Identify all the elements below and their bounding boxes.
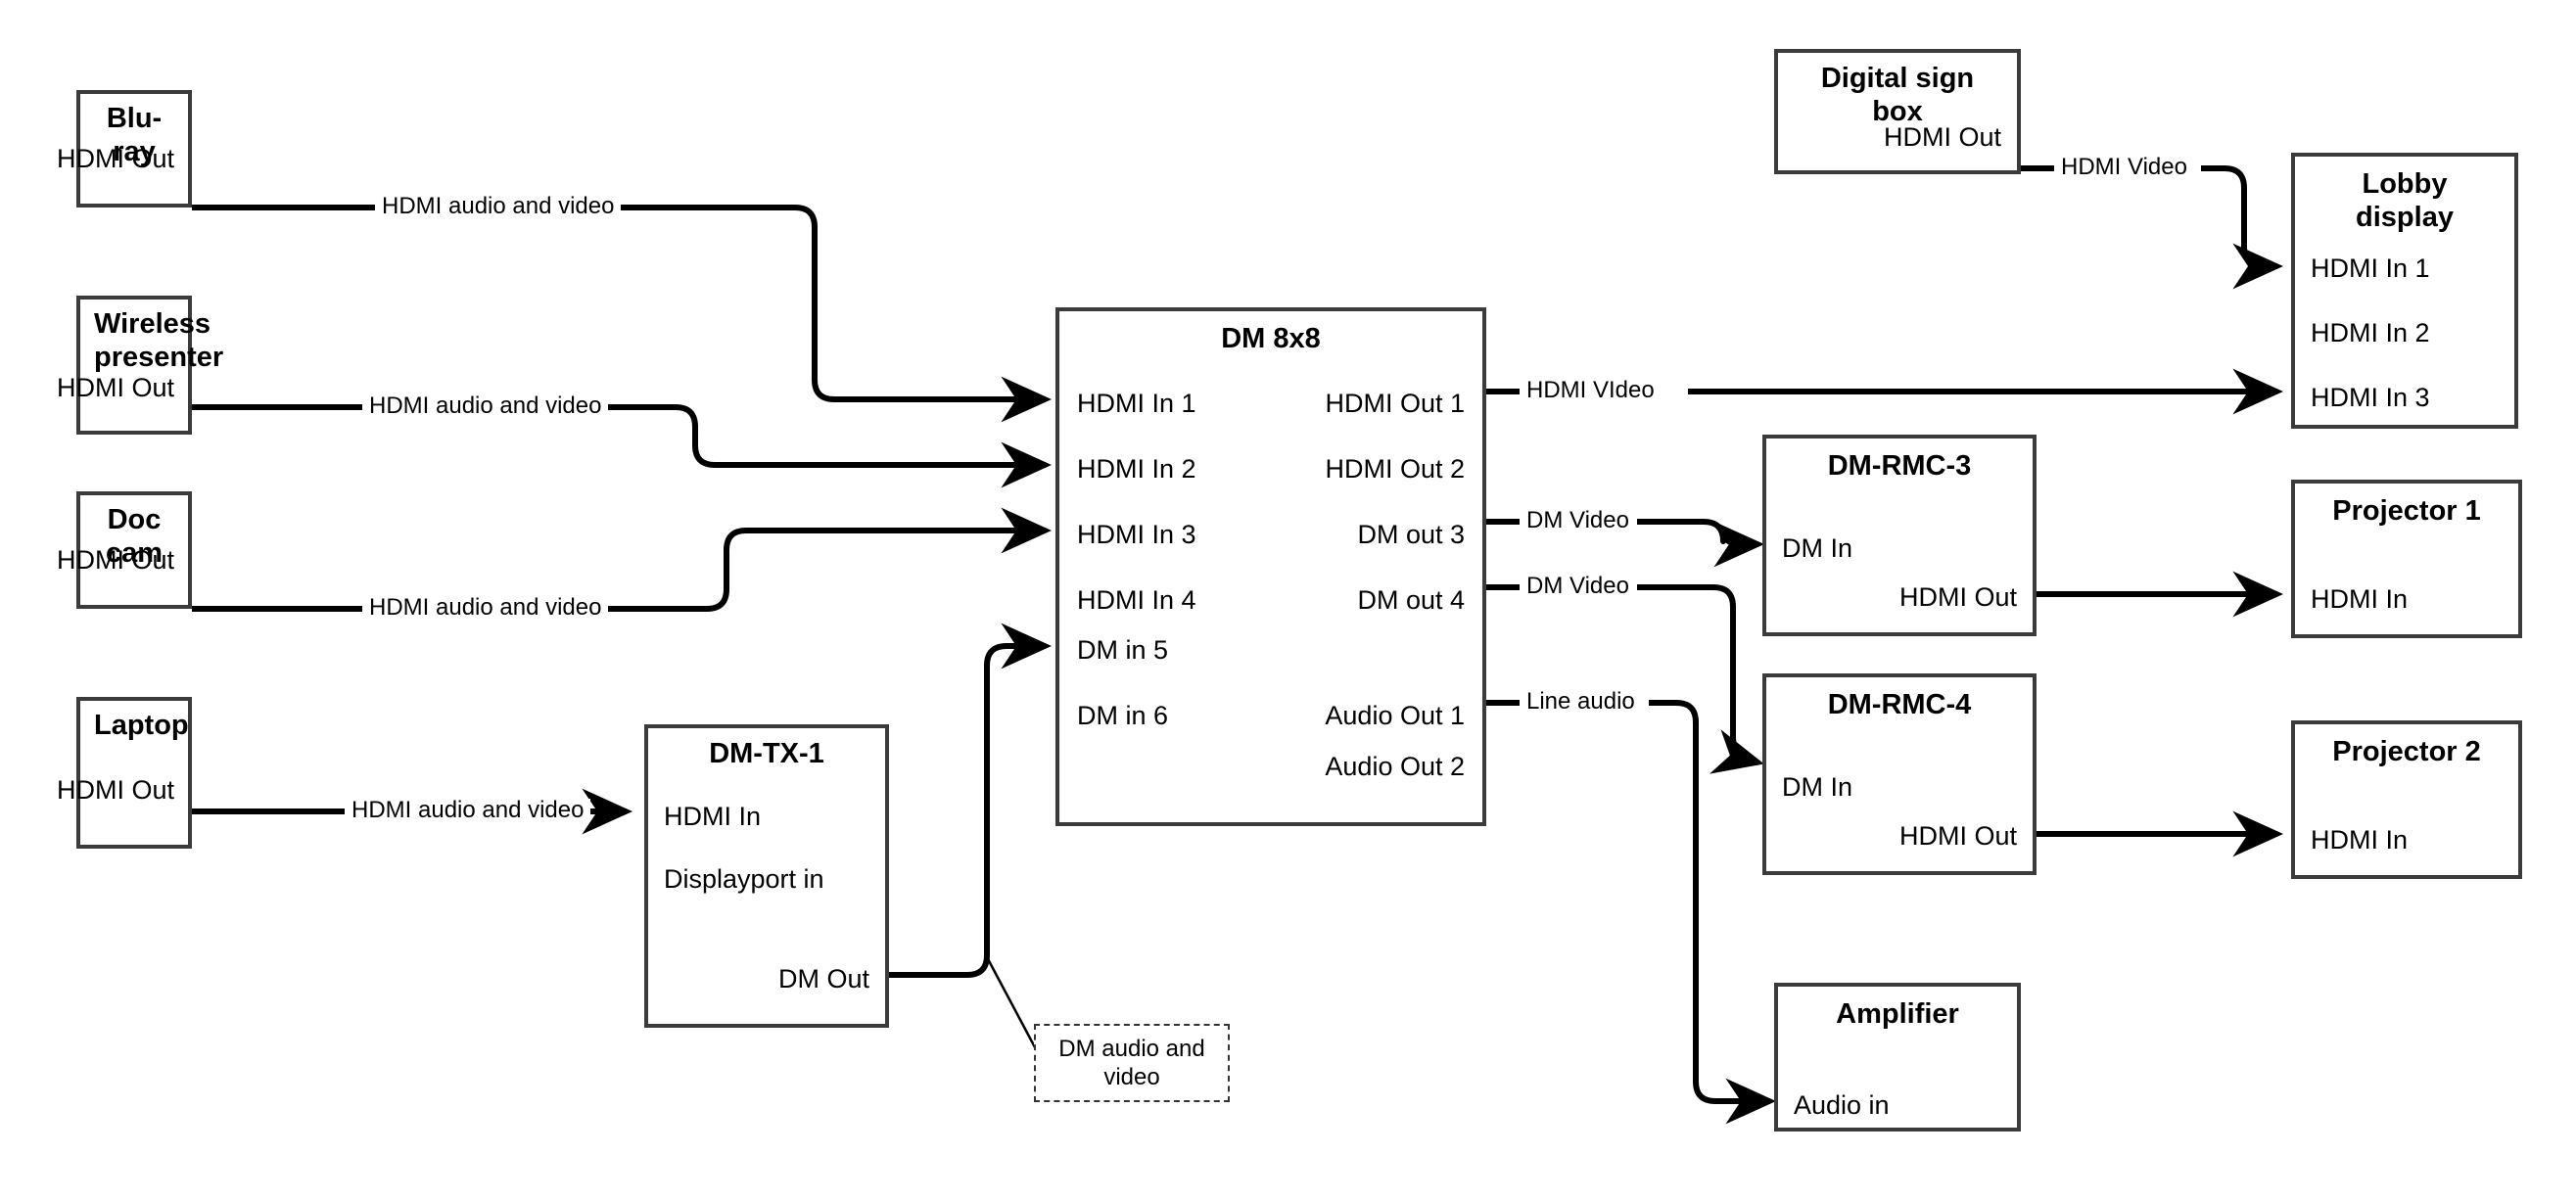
wire-dm-out-3-to-rmc3 [1637,519,1765,568]
node-amplifier[interactable]: Amplifier Audio in [1774,983,2021,1132]
node-dm-8x8-port-hdmi-out-1: HDMI Out 1 [1325,389,1465,418]
wire-label-hdmi-out-1-to-lobby: HDMI VIdeo [1520,379,1662,402]
node-digital-sign-box-title: Digital sign box [1820,63,1975,127]
node-projector-2[interactable]: Projector 2 HDMI In [2291,720,2522,879]
node-dm-8x8-port-audio-out-1: Audio Out 1 [1325,701,1465,730]
node-dm-8x8-port-hdmi-in-2: HDMI In 2 [1077,454,1196,484]
node-dm-tx-1-title: DM-TX-1 [709,738,824,769]
wire-dmtx1-to-dm-in-5 [889,623,1053,978]
wire-label-laptop-to-dmtx1: HDMI audio and video [345,799,591,822]
node-laptop-port-hdmi-out: HDMI Out [56,775,174,805]
node-dm-tx-1-port-hdmi-in: HDMI In [664,802,762,831]
wire-audio-out-1-to-amplifier [1649,700,1777,1125]
node-lobby-display-title: Lobby display [2356,168,2454,233]
node-dm-rmc-4-port-hdmi-out: HDMI Out [1898,821,2017,851]
wire-dm-out-4-to-rmc4 [1637,584,1764,774]
node-dm-rmc-4-title: DM-RMC-4 [1827,689,1972,720]
node-dm-rmc-3-title: DM-RMC-3 [1827,450,1972,482]
node-projector-2-port-hdmi-in: HDMI In [2311,825,2409,855]
node-dm-8x8-port-dm-in-6: DM in 6 [1077,701,1169,730]
node-bluray-title: Blu-ray [106,103,163,167]
node-dm-8x8[interactable]: DM 8x8 HDMI In 1 HDMI In 2 HDMI In 3 HDM… [1055,307,1486,826]
node-dm-8x8-port-hdmi-in-1: HDMI In 1 [1077,389,1196,418]
node-dm-8x8-port-dm-out-4: DM out 4 [1357,585,1465,615]
callout-leader-line [984,954,1037,1048]
node-projector-1[interactable]: Projector 1 HDMI In [2291,480,2522,638]
node-lobby-display[interactable]: Lobby display HDMI In 1 HDMI In 2 HDMI I… [2291,153,2518,429]
node-dm-8x8-port-dm-out-3: DM out 3 [1357,520,1465,549]
node-amplifier-port-audio-in: Audio in [1794,1090,1890,1120]
node-wireless-presenter[interactable]: Wireless presenter HDMI Out [57,296,224,435]
wire-digital-sign-to-lobby-in-1 [2201,165,2284,290]
wire-label-digital-sign-to-lobby: HDMI Video [2054,156,2194,179]
node-dm-8x8-title: DM 8x8 [1221,323,1321,354]
node-dm-rmc-3-port-dm-in: DM In [1782,533,1853,563]
node-wireless-presenter-title: Wireless presenter [94,308,224,373]
node-dm-8x8-port-audio-out-2: Audio Out 2 [1325,752,1465,781]
wire-doccam-to-hdmi-in-3 [192,507,1053,612]
node-dm-8x8-port-dm-in-5: DM in 5 [1077,635,1169,665]
node-digital-sign-box-port-hdmi-out: HDMI Out [1883,122,2001,153]
node-dm-8x8-port-hdmi-in-4: HDMI In 4 [1077,585,1196,615]
wire-label-wireless-to-hdmi-in-2: HDMI audio and video [362,394,609,418]
node-laptop-title: Laptop [94,710,189,741]
node-dm-8x8-port-hdmi-out-2: HDMI Out 2 [1325,454,1465,484]
node-bluray-port-hdmi-out: HDMI Out [56,144,174,174]
node-dm-tx-1-port-dm-out: DM Out [777,964,869,993]
node-doc-cam-title: Doc cam [105,504,164,569]
wire-label-dm-out-4-to-rmc4: DM Video [1520,575,1636,598]
node-dm-rmc-3-port-hdmi-out: HDMI Out [1898,582,2017,612]
node-dm-tx-1[interactable]: DM-TX-1 HDMI In Displayport in DM Out [644,724,889,1028]
node-projector-2-title: Projector 2 [2332,736,2481,767]
node-lobby-display-port-hdmi-in-3: HDMI In 3 [2311,383,2430,412]
wire-label-doccam-to-hdmi-in-3: HDMI audio and video [362,596,609,620]
wire-wireless-to-hdmi-in-2 [192,404,1053,488]
wire-label-bluray-to-hdmi-in-1: HDMI audio and video [375,195,622,218]
node-amplifier-title: Amplifier [1836,998,1959,1030]
callout-dm-audio-and-video: DM audio and video [1034,1024,1230,1102]
node-bluray[interactable]: Blu-ray HDMI Out [57,90,192,208]
node-digital-sign-box[interactable]: Digital sign box HDMI Out [1774,49,2021,174]
node-dm-tx-1-port-displayport-in: Displayport in [664,864,824,894]
node-lobby-display-port-hdmi-in-1: HDMI In 1 [2311,254,2430,283]
wire-bluray-to-hdmi-in-1 [192,205,1053,423]
node-wireless-presenter-port-hdmi-out: HDMI Out [56,373,174,403]
node-doc-cam[interactable]: Doc cam HDMI Out [57,491,192,609]
node-dm-rmc-3[interactable]: DM-RMC-3 DM In HDMI Out [1762,435,2037,636]
node-projector-1-port-hdmi-in: HDMI In [2311,584,2409,614]
node-laptop[interactable]: Laptop HDMI Out [57,697,192,849]
node-lobby-display-port-hdmi-in-2: HDMI In 2 [2311,318,2430,347]
node-projector-1-title: Projector 1 [2332,495,2481,527]
node-doc-cam-port-hdmi-out: HDMI Out [56,545,174,576]
node-dm-rmc-4-port-dm-in: DM In [1782,772,1853,802]
node-dm-8x8-port-hdmi-in-3: HDMI In 3 [1077,520,1196,549]
wire-label-dm-out-3-to-rmc3: DM Video [1520,509,1636,532]
node-dm-rmc-4[interactable]: DM-RMC-4 DM In HDMI Out [1762,673,2037,875]
wire-label-audio-out-1-to-amplifier: Line audio [1520,690,1642,714]
